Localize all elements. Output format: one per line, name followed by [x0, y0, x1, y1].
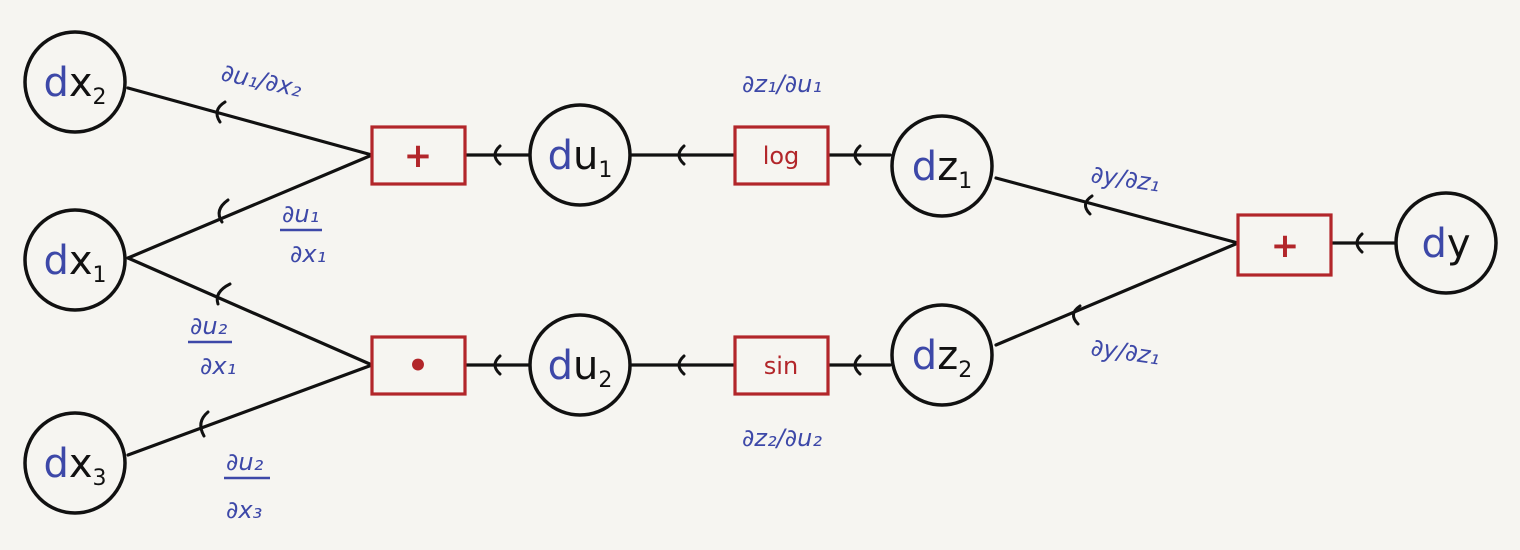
node-du2[interactable]: du2: [528, 313, 632, 417]
edge-dx3-dot: [126, 363, 374, 457]
svg-text:+: +: [404, 136, 433, 176]
svg-text:∂x₃: ∂x₃: [226, 496, 262, 524]
arrow-mark: [199, 410, 210, 438]
direction-marks: [199, 100, 1364, 438]
arrow-mark: [677, 354, 686, 376]
edge-dz2-plus: [994, 241, 1240, 347]
svg-text:∂u₁: ∂u₁: [282, 200, 319, 228]
arrow-mark: [215, 100, 227, 124]
svg-text:∂u₂: ∂u₂: [226, 448, 264, 476]
node-dy[interactable]: dy: [1394, 191, 1498, 295]
edges: [126, 86, 1397, 457]
label-du1-dx2: ∂u₁/∂x₂: [219, 58, 305, 102]
svg-text:dx1: dx1: [43, 238, 106, 288]
node-dz2[interactable]: dz2: [890, 303, 994, 407]
svg-text:sin: sin: [764, 352, 798, 380]
op-plus-u1[interactable]: +: [370, 125, 467, 186]
label-du2-dx1: ∂u₂ ∂x₁: [188, 312, 236, 380]
arrow-mark: [677, 144, 686, 166]
label-dy-dz1-top: ∂y/∂z₁: [1089, 160, 1162, 197]
node-dx1[interactable]: dx1: [23, 208, 127, 312]
arrow-mark: [493, 144, 502, 166]
arrow-mark: [1072, 304, 1082, 326]
label-dz1-du1: ∂z₁/∂u₁: [742, 70, 822, 98]
op-log[interactable]: log: [733, 125, 830, 186]
op-plus-y[interactable]: +: [1236, 213, 1333, 277]
label-dy-dz1-bottom: ∂y/∂z₁: [1089, 333, 1162, 370]
arrow-mark: [853, 354, 862, 376]
edge-dz1-plus: [994, 176, 1240, 245]
arrow-mark: [1084, 194, 1094, 216]
svg-text:dy: dy: [1421, 221, 1470, 267]
label-dz2-du2: ∂z₂/∂u₂: [742, 424, 822, 452]
svg-text:dz2: dz2: [912, 333, 972, 383]
svg-text:dz1: dz1: [912, 144, 972, 194]
svg-text:+: +: [1271, 226, 1300, 266]
edge-dx1-dot: [126, 256, 374, 367]
svg-text:•: •: [407, 346, 429, 386]
svg-text:∂u₂: ∂u₂: [190, 312, 228, 340]
svg-text:du1: du1: [548, 133, 613, 183]
svg-text:dx3: dx3: [43, 441, 106, 491]
arrow-mark: [215, 282, 232, 306]
edge-dx2-plus: [126, 86, 374, 157]
node-dx3[interactable]: dx3: [23, 411, 127, 515]
svg-text:∂x₁: ∂x₁: [200, 352, 236, 380]
svg-text:du2: du2: [548, 343, 613, 393]
gradient-labels: ∂u₁/∂x₂ ∂u₁ ∂x₁ ∂u₂ ∂x₁ ∂u₂ ∂x₃ ∂z₁/∂u₁ …: [188, 58, 1162, 524]
label-du1-dx1: ∂u₁ ∂x₁: [280, 200, 326, 268]
arrow-mark: [853, 144, 862, 166]
svg-text:dx2: dx2: [43, 60, 106, 110]
op-sin[interactable]: sin: [733, 335, 830, 396]
node-du1[interactable]: du1: [528, 103, 632, 207]
label-du2-dx3: ∂u₂ ∂x₃: [224, 448, 270, 524]
arrow-mark: [1355, 232, 1364, 254]
arrow-mark: [493, 354, 502, 376]
arrow-mark: [217, 198, 230, 224]
edge-dx1-plus: [126, 153, 374, 260]
node-dx2[interactable]: dx2: [23, 30, 127, 134]
svg-text:log: log: [763, 142, 800, 170]
svg-text:∂x₁: ∂x₁: [290, 240, 326, 268]
node-dz1[interactable]: dz1: [890, 114, 994, 218]
op-dot-u2[interactable]: •: [370, 335, 467, 396]
